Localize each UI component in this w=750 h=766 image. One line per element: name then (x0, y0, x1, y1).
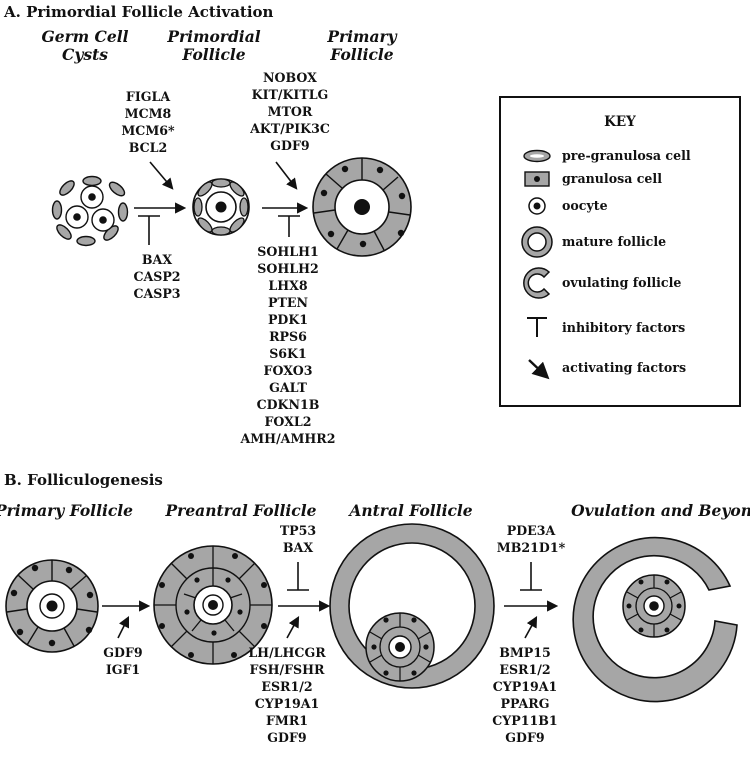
stage-preantral-follicle: Preantral Follicle (165, 501, 317, 520)
inhibitory-bar (278, 215, 300, 237)
gene-label: CYP19A1 (493, 679, 558, 694)
key-legend: KEY pre-granulosa cell granulosa cell oo… (499, 96, 741, 407)
stage-primary-follicle: Primary Follicle (0, 501, 133, 520)
gene-label: PTEN (268, 295, 308, 310)
gene-label: BAX (283, 540, 313, 555)
gene-label: FSH/FSHR (250, 662, 325, 677)
stage-germ-cell-cysts-line2: Cysts (62, 45, 108, 64)
gene-label: FOXO3 (264, 363, 313, 378)
activating-arrow (117, 615, 130, 639)
stage-primary-follicle-line1: Primary (326, 27, 397, 46)
primary-follicle-b-illustration (5, 559, 99, 653)
activators-primordial-activation: NOBOX KIT/KITLG MTOR AKT/PIK3C GDF9 (249, 70, 330, 153)
inhibitors-antral-to-ovulation: PDE3A MB21D1* (497, 523, 566, 555)
gene-label: LH/LHCGR (248, 645, 326, 660)
germ-cell-cyst-illustration (51, 175, 129, 247)
stage-germ-cell-cysts-line1: Germ Cell (41, 27, 128, 46)
gene-label: GDF9 (103, 645, 142, 660)
key-item-label: ovulating follicle (562, 275, 681, 290)
mature-follicle-icon (521, 226, 553, 258)
gene-label: CYP11B1 (492, 713, 557, 728)
activating-arrow (149, 161, 174, 190)
key-item-label: inhibitory factors (562, 320, 685, 335)
inhibitory-bar (287, 562, 309, 591)
section-a-title: A. Primordial Follicle Activation (3, 3, 274, 21)
gene-label: S6K1 (269, 346, 307, 361)
gene-label: BAX (142, 252, 172, 267)
ovulating-follicle-illustration (572, 536, 738, 703)
gene-label: MCM8 (125, 106, 172, 121)
oocyte-icon (528, 197, 546, 215)
gene-label: MCM6* (121, 123, 175, 138)
gene-label: GDF9 (267, 730, 306, 745)
granulosa-cell-icon (524, 171, 550, 187)
inhibitors-preantral-to-antral: TP53 BAX (280, 523, 316, 555)
key-item-label: granulosa cell (562, 171, 662, 186)
gene-label: CASP2 (133, 269, 180, 284)
gene-label: FOXL2 (264, 414, 311, 429)
activating-arrow (524, 616, 538, 639)
gene-label: PDE3A (507, 523, 556, 538)
gene-label: LHX8 (268, 278, 308, 293)
stage-primary-follicle-line2: Follicle (329, 45, 393, 64)
gene-label: BCL2 (129, 140, 168, 155)
inhibitors-cyst-breakdown: BAX CASP2 CASP3 (133, 252, 180, 301)
gene-label: GDF9 (270, 138, 309, 153)
gene-label: CASP3 (133, 286, 180, 301)
gene-label: FMR1 (266, 713, 308, 728)
inhibitory-bar (138, 215, 160, 245)
preantral-follicle-illustration (153, 545, 273, 665)
gene-label: MTOR (268, 104, 313, 119)
activating-arrow (286, 616, 300, 639)
gene-label: ESR1/2 (499, 662, 550, 677)
activators-preantral-to-antral: LH/LHCGR FSH/FSHR ESR1/2 CYP19A1 FMR1 GD… (248, 645, 326, 745)
gene-label: BMP15 (499, 645, 551, 660)
activators-primary-to-preantral: GDF9 IGF1 (103, 645, 142, 677)
key-item-label: activating factors (562, 360, 686, 375)
gene-label: IGF1 (106, 662, 140, 677)
stage-ovulation-and-beyond: Ovulation and Beyond (571, 501, 750, 520)
gene-label: TP53 (280, 523, 316, 538)
key-item-label: oocyte (562, 198, 608, 213)
gene-label: NOBOX (263, 70, 317, 85)
primary-follicle-illustration (312, 157, 412, 257)
primordial-follicle-illustration (192, 178, 250, 236)
stage-antral-follicle: Antral Follicle (347, 501, 472, 520)
key-title: KEY (604, 114, 636, 130)
gene-label: SOHLH1 (257, 244, 318, 259)
gene-label: GDF9 (505, 730, 544, 745)
gene-label: CYP19A1 (255, 696, 320, 711)
gene-label: ESR1/2 (261, 679, 312, 694)
antral-follicle-illustration (329, 523, 495, 689)
inhibitory-bar (520, 562, 542, 591)
gene-label: GALT (269, 380, 307, 395)
ovulating-follicle-icon (523, 267, 551, 299)
inhibitors-primordial-activation: SOHLH1 SOHLH2 LHX8 PTEN PDK1 RPS6 S6K1 F… (239, 244, 335, 446)
gene-label: AKT/PIK3C (249, 121, 330, 136)
stage-primordial-follicle-line1: Primordial (166, 27, 260, 46)
section-b-title: B. Folliculogenesis (4, 471, 163, 489)
gene-label: FIGLA (126, 89, 170, 104)
inhibitory-bar-icon (527, 317, 547, 337)
gene-label: KIT/KITLG (252, 87, 329, 102)
activating-arrow-icon (528, 359, 550, 380)
gene-label: AMH/AMHR2 (239, 431, 335, 446)
activators-antral-to-ovulation: BMP15 ESR1/2 CYP19A1 PPARG CYP11B1 GDF9 (492, 645, 557, 745)
gene-label: MB21D1* (497, 540, 566, 555)
gene-label: PDK1 (268, 312, 308, 327)
gene-label: RPS6 (269, 329, 307, 344)
gene-label: SOHLH2 (257, 261, 318, 276)
activating-arrow (275, 161, 298, 190)
key-item-label: pre-granulosa cell (562, 148, 691, 163)
stage-primordial-follicle-line2: Follicle (181, 45, 245, 64)
gene-label: CDKN1B (257, 397, 320, 412)
activators-cyst-breakdown: FIGLA MCM8 MCM6* BCL2 (121, 89, 175, 155)
gene-label: PPARG (500, 696, 549, 711)
key-item-label: mature follicle (562, 234, 666, 249)
